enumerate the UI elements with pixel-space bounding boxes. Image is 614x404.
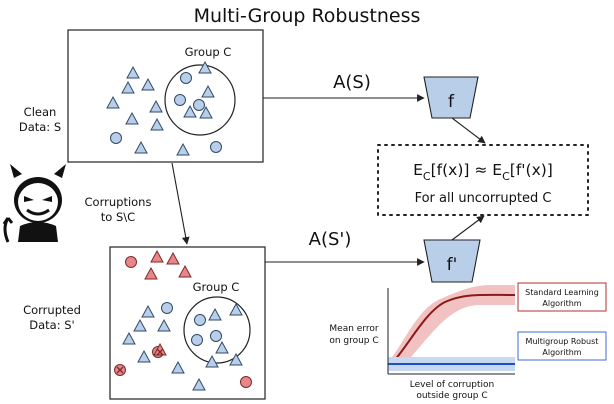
chart-x-label-line1: Level of corruption	[410, 380, 495, 390]
equation-text: EC[f(x)] ≈ EC[f'(x)]	[413, 161, 553, 183]
clean-triangle-point	[199, 105, 213, 119]
clean-group-c-circle	[164, 64, 236, 136]
legend-standard-line1: Standard Learning	[525, 288, 599, 297]
corrupted-label-line1: Corrupted	[23, 303, 81, 317]
clean-group-c-label: Group C	[185, 45, 232, 59]
triangle-point	[137, 349, 151, 363]
clean-label-line2: Data: S	[19, 120, 61, 134]
clean-circle-point	[174, 94, 186, 106]
equation-box	[377, 144, 589, 216]
corrupted-circle-point	[240, 376, 252, 388]
triangle-point	[122, 331, 136, 345]
triangle-point	[229, 352, 243, 366]
triangle-point	[208, 307, 222, 321]
clean-circle-point	[180, 72, 192, 84]
f-to-equation-arrow	[451, 117, 486, 144]
corruption-label-line2: to S\C	[101, 210, 135, 224]
circle-point	[194, 314, 206, 326]
legend-standard-line2: Algorithm	[542, 299, 581, 308]
clean-triangle-point	[198, 60, 212, 74]
clean-label-line1: Clean	[24, 105, 57, 119]
clean-triangle-point	[134, 140, 148, 154]
corrupted-group-c-label: Group C	[193, 280, 240, 294]
clean-triangle-point	[141, 77, 155, 91]
circle-point	[210, 330, 222, 342]
clean-circle-point	[110, 132, 122, 144]
triangle-point	[192, 377, 206, 391]
triangle-point	[133, 318, 147, 332]
corrupted-circle-point	[125, 256, 137, 268]
legend-robust-box	[517, 331, 607, 361]
clean-triangle-point	[183, 104, 197, 118]
corrupted-triangle-point	[166, 251, 180, 265]
legend-standard-box	[517, 282, 607, 312]
chart-y-label-line1: Mean error	[329, 324, 378, 334]
triangle-point	[205, 354, 219, 368]
corruption-mark	[156, 348, 164, 356]
model-f-prime-label: f'	[447, 255, 458, 275]
chart-x-label-line2: outside group C	[416, 391, 487, 401]
model-f-prime-shape	[423, 239, 481, 283]
legend-robust-line2: Algorithm	[542, 348, 581, 357]
clean-triangle-point	[126, 65, 140, 79]
clean-triangle-point	[106, 95, 120, 109]
corrupted-triangle-point	[144, 266, 158, 280]
triangle-point	[171, 360, 185, 374]
clean-triangle-point	[176, 142, 190, 156]
chart-y-label-line2: on group C	[329, 336, 378, 346]
clean-circle-point	[210, 141, 222, 153]
standard-error-band	[392, 285, 515, 368]
corruption-arrow	[171, 162, 190, 245]
corrupted-data-points	[114, 249, 252, 391]
clean-triangle-point	[201, 84, 215, 98]
corrupted-group-c-circle	[183, 296, 251, 364]
corrupted-label-line2: Data: S'	[29, 318, 74, 332]
model-f-shape	[423, 76, 479, 119]
clean-data-points	[106, 60, 222, 156]
triangle-point	[141, 304, 155, 318]
circle-point	[191, 334, 203, 346]
model-f-label: f	[448, 92, 455, 112]
equation-caption: For all uncorrupted C	[415, 191, 552, 206]
diagram-title: Multi-Group Robustness	[194, 5, 421, 27]
algorithm-clean-label: A(S)	[333, 72, 371, 93]
clean-triangle-point	[150, 117, 164, 131]
clean-triangle-point	[121, 80, 135, 94]
error-chart: Mean error on group C Level of corruptio…	[329, 282, 607, 401]
corrupted-triangle-point	[178, 264, 192, 278]
corruption-label-line1: Corruptions	[85, 195, 152, 209]
triangle-point	[229, 302, 243, 316]
corrupted-triangle-point	[150, 249, 164, 263]
standard-error-line	[392, 293, 516, 363]
corruption-mark	[116, 366, 124, 374]
triangle-point	[157, 318, 171, 332]
clean-circle-point	[193, 99, 205, 111]
algorithm-corrupted-label: A(S')	[309, 229, 352, 250]
f-prime-to-equation-arrow	[451, 215, 485, 241]
clean-triangle-point	[125, 111, 139, 125]
triangle-point	[215, 340, 229, 354]
devil-icon	[2, 164, 66, 243]
legend-robust-line1: Multigroup Robust	[526, 337, 599, 346]
clean-triangle-point	[149, 99, 163, 113]
circle-point	[161, 302, 173, 314]
